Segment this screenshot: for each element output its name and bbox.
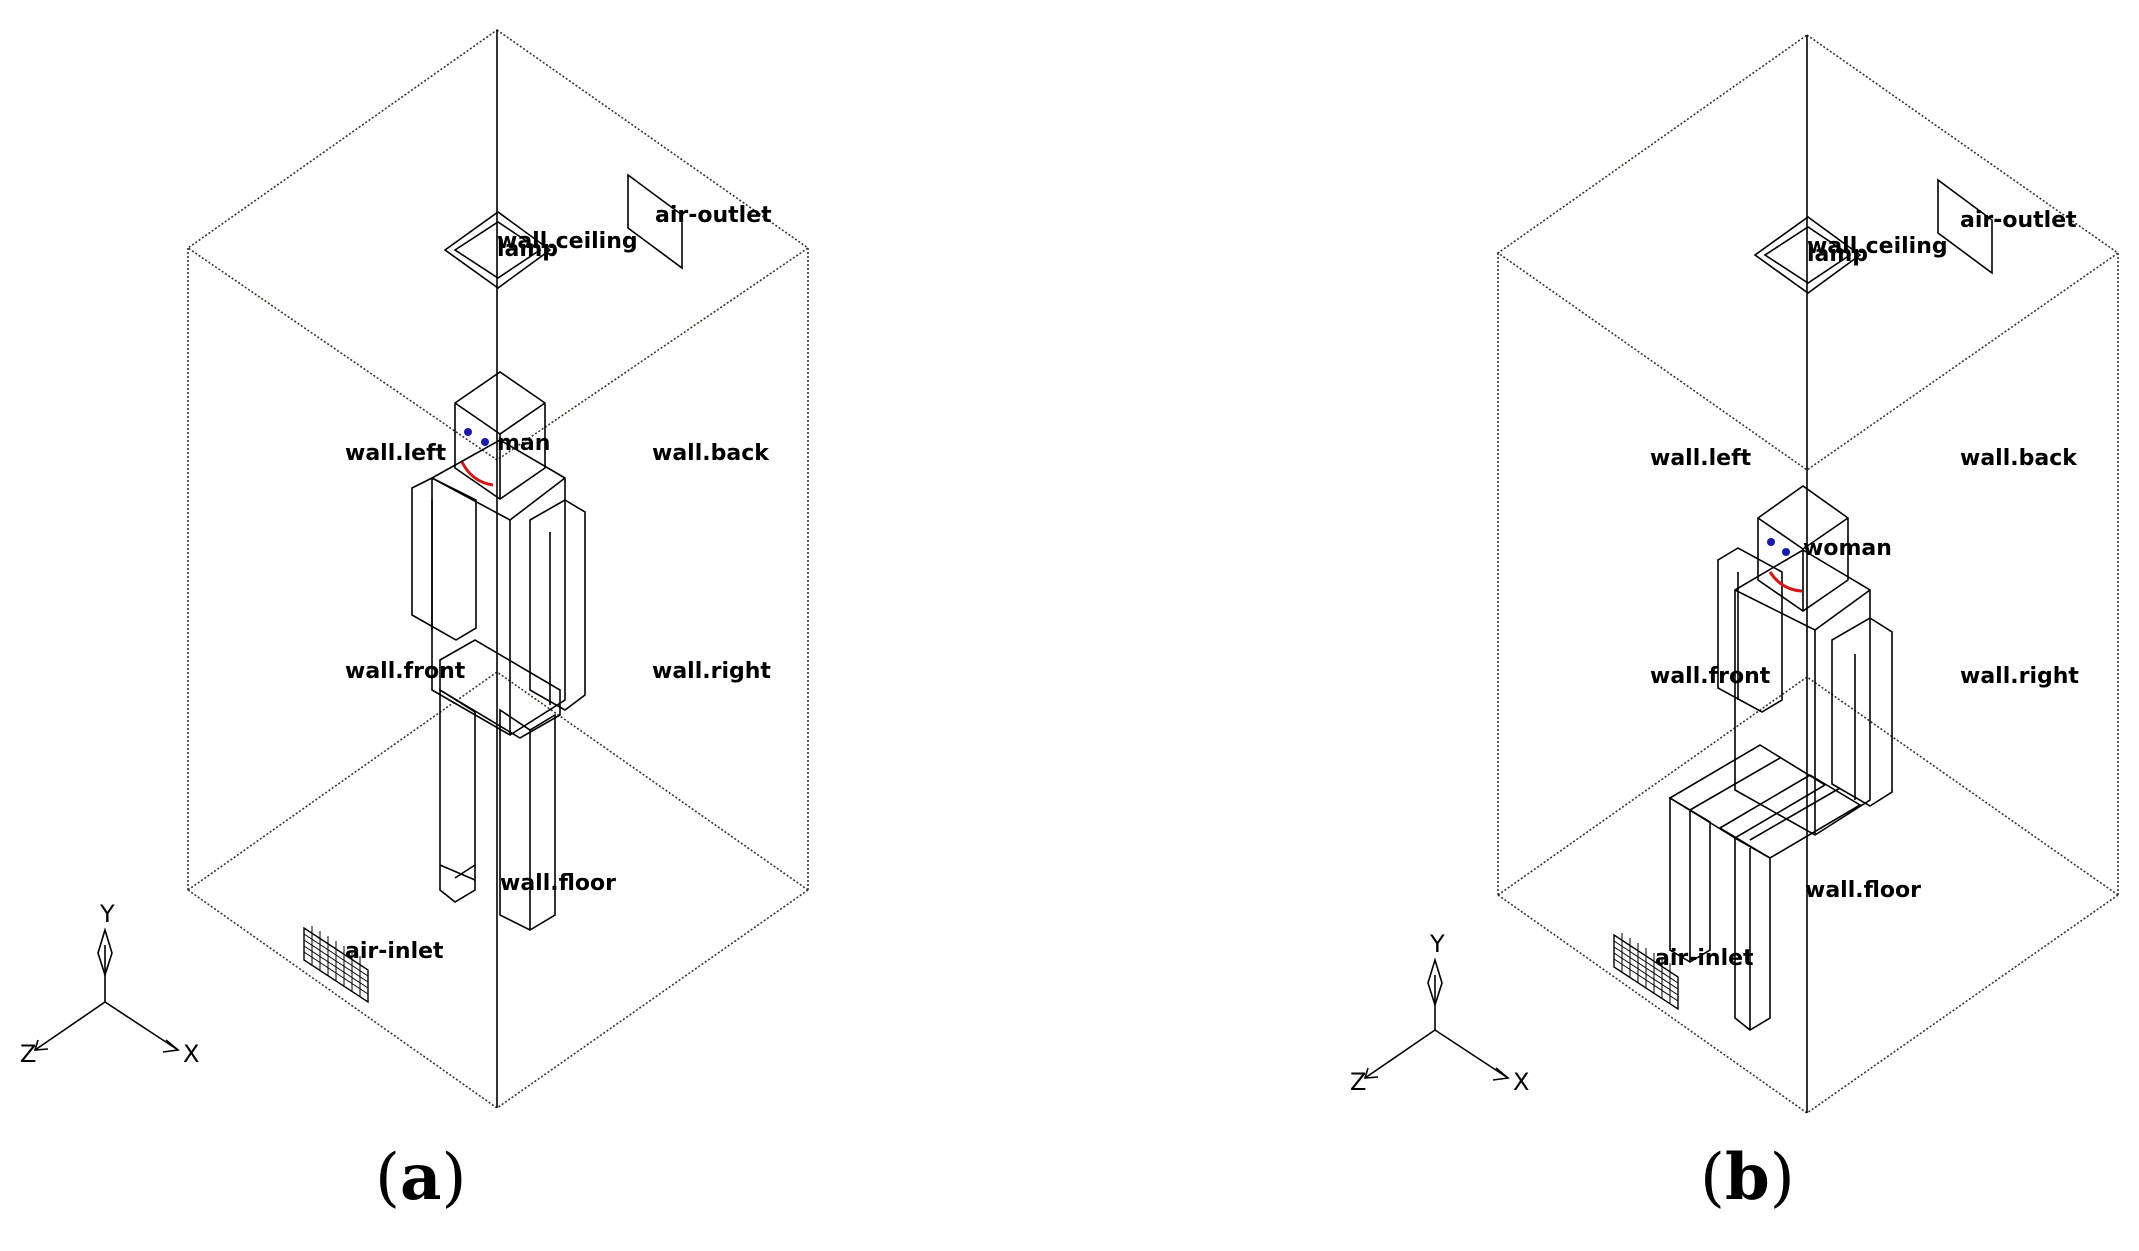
room-box bbox=[186, 29, 810, 1109]
label-wall-right: wall.right bbox=[652, 659, 771, 684]
caption-b: (b) bbox=[1700, 1140, 1795, 1215]
label-wall-floor: wall.floor bbox=[1805, 878, 1921, 903]
label-wall-right: wall.right bbox=[1960, 664, 2079, 689]
label-wall-ceiling: wall.ceiling bbox=[497, 229, 638, 254]
label-wall-front: wall.front bbox=[345, 659, 466, 684]
label-wall-left: wall.left bbox=[345, 441, 447, 466]
room-bottom-front-edges bbox=[187, 889, 809, 1109]
room-diagram-b: air-outlet wall.ceiling lamp woman wall.… bbox=[1350, 34, 2120, 1114]
label-wall-back: wall.back bbox=[1960, 446, 2078, 471]
panel-a: air-outlet wall.ceiling lamp man wall.le… bbox=[20, 29, 810, 1215]
room-bottom-back-edges bbox=[1497, 676, 2119, 896]
room-diagram-a: air-outlet wall.ceiling lamp man wall.le… bbox=[20, 29, 810, 1109]
label-lamp: lamp bbox=[1807, 242, 1868, 267]
axis-triad: Y X Z bbox=[20, 900, 199, 1068]
label-wall-floor: wall.floor bbox=[500, 871, 616, 896]
air-inlet-shape bbox=[303, 926, 369, 1004]
axis-label-y: Y bbox=[1429, 930, 1445, 958]
eye-left bbox=[1767, 538, 1775, 546]
axis-triad: Y X Z bbox=[1350, 930, 1529, 1096]
room-bottom-front-edges bbox=[1497, 894, 2119, 1114]
label-air-inlet: air-inlet bbox=[345, 939, 444, 964]
axis-label-x: X bbox=[183, 1040, 199, 1068]
caption-a: (a) bbox=[375, 1140, 467, 1215]
room-box bbox=[1496, 34, 2120, 1114]
axis-label-z: Z bbox=[20, 1040, 36, 1068]
eye-left bbox=[464, 428, 472, 436]
room-top-face bbox=[1496, 34, 2120, 471]
eye-right bbox=[481, 438, 489, 446]
lamp-shape bbox=[1753, 216, 1862, 294]
label-man: man bbox=[497, 431, 550, 456]
label-wall-left: wall.left bbox=[1650, 446, 1752, 471]
label-wall-ceiling: wall.ceiling bbox=[1807, 234, 1948, 259]
label-woman: woman bbox=[1803, 536, 1892, 561]
mouth bbox=[1768, 571, 1803, 593]
axis-label-y: Y bbox=[99, 900, 115, 928]
panel-b: air-outlet wall.ceiling lamp woman wall.… bbox=[1070, 0, 2139, 1251]
label-air-outlet: air-outlet bbox=[1960, 208, 2077, 233]
air-outlet-shape bbox=[627, 173, 683, 270]
woman-figure bbox=[1668, 485, 1893, 1031]
man-figure bbox=[411, 371, 586, 931]
room-bottom-back-edges bbox=[187, 671, 809, 891]
label-air-outlet: air-outlet bbox=[655, 203, 772, 228]
lamp-shape bbox=[443, 211, 552, 289]
label-lamp: lamp bbox=[497, 237, 558, 262]
label-air-inlet: air-inlet bbox=[1655, 946, 1754, 971]
air-inlet-shape bbox=[1613, 933, 1679, 1011]
air-outlet-shape bbox=[1937, 178, 1993, 275]
axis-label-z: Z bbox=[1350, 1068, 1366, 1096]
mouth bbox=[460, 461, 494, 487]
axis-label-x: X bbox=[1513, 1068, 1529, 1096]
label-wall-front: wall.front bbox=[1650, 664, 1771, 689]
eye-right bbox=[1782, 548, 1790, 556]
label-wall-back: wall.back bbox=[652, 441, 770, 466]
